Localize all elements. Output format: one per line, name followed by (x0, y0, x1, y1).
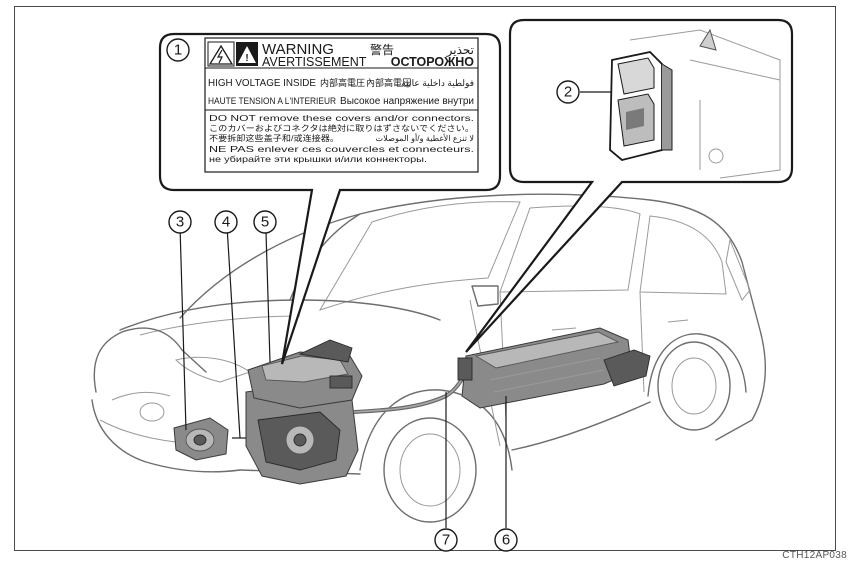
notice-fr: NE PAS enlever ces couvercles et connect… (209, 144, 474, 154)
callout-number-7: 7 (435, 529, 457, 551)
svg-text:3: 3 (176, 214, 184, 231)
inverter-converter (248, 340, 362, 408)
svg-text:2: 2 (564, 84, 572, 101)
power-cable (354, 372, 466, 412)
leader-4 (227, 226, 240, 438)
hv-text-ru: Высокое напряжение внутри (340, 96, 474, 107)
hv-text-en: HIGH VOLTAGE INSIDE (208, 77, 316, 89)
notice-cn: 不要拆卸这些盖子和/或连接器。 (209, 133, 339, 143)
hv-text-fr: HAUTE TENSION A L'INTERIEUR (208, 96, 336, 106)
warning-title-ru: ОСТОРОЖНО (391, 55, 475, 69)
callout-number-1: 1 (167, 39, 189, 61)
callout-number-5: 5 (254, 211, 276, 233)
hybrid-battery (458, 328, 650, 408)
svg-text:7: 7 (442, 532, 450, 549)
callout-number-4: 4 (215, 211, 237, 233)
notice-ar: لا تنزع الأغطية و/أو الموصلات (376, 132, 474, 143)
ac-compressor (174, 418, 228, 460)
warning-title-fr: AVERTISSEMENT (262, 55, 367, 69)
figure-code: CTH12AP038 (782, 550, 847, 561)
hv-text-jp1: 内部高電圧 (320, 77, 365, 88)
svg-text:6: 6 (502, 532, 510, 549)
car-illustration (92, 194, 765, 522)
svg-text:4: 4 (222, 214, 230, 231)
notice-jp: このカバーおよびコネクタは絶対に取りはずさないでください。 (209, 123, 474, 133)
svg-text:5: 5 (261, 214, 269, 231)
notice-en: DO NOT remove these covers and/or connec… (209, 113, 474, 123)
leader-5 (266, 232, 270, 362)
hv-text-ar: فولطية داخلية عالية (401, 78, 474, 89)
callout-number-6: 6 (495, 529, 517, 551)
leader-3 (180, 226, 186, 430)
callout-number-2: 2 (557, 81, 579, 103)
svg-text:1: 1 (174, 42, 182, 59)
svg-text:!: ! (245, 53, 248, 64)
notice-ru: не убирайте эти крышки и/или коннекторы. (209, 155, 427, 164)
callout-number-3: 3 (169, 211, 191, 233)
service-plug-callout (466, 20, 792, 352)
